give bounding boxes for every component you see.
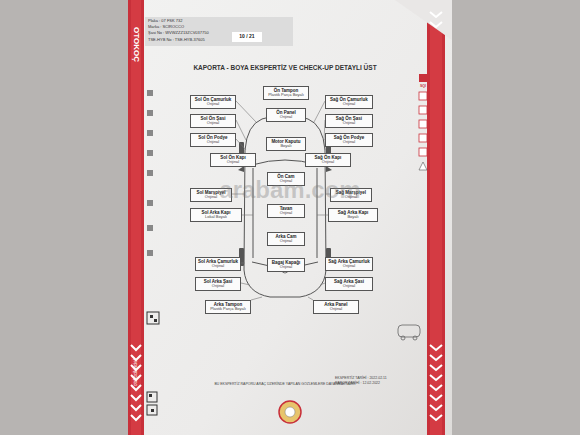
part-status: Orijinal [328,102,371,107]
part-box: Sağ Ön ŞasiOrijinal [325,114,373,128]
report-title: KAPORTA - BOYA EKSPERTİZ VE CHECK-UP DET… [150,64,420,71]
part-box: Bagaj KapağıOrijinal [267,258,305,272]
part-box: Sağ Arka ÇamurlukOrijinal [325,257,373,271]
part-status: Orijinal [198,264,239,269]
part-box: Ön PanelOrijinal [266,108,306,122]
part-status: Plastik Parça Boyalı [266,93,307,98]
header-field: Marka : SCIROCCO [148,25,288,30]
part-status: Plastik Parça Boyalı [208,307,249,312]
part-status: Orijinal [269,115,304,120]
part-status: Boyalı [269,144,304,149]
header-field: TSE-HYB No : TSE-HYB-37605 [148,38,232,43]
watermark: arabam.com [170,176,410,204]
part-status: Orijinal [193,140,234,145]
part-box: Sağ Ön PodyeOrijinal [325,133,373,147]
part-box: Sağ Ön KapıOrijinal [305,153,351,167]
part-box: Motor KaputuBoyalı [266,137,306,151]
part-box: Sağ Arka ŞasiOrijinal [325,277,373,291]
part-status: Orijinal [270,211,303,216]
part-status: Orijinal [213,160,254,165]
header-field: Şasi No : WVWZZZ13ZCV037750 [148,31,232,36]
header-field: Plaka : 07 FSK 732 [148,19,288,24]
date-field: RAPOR TARİHİ : 12.02.2022 [335,381,420,385]
part-box: Sol Ön ŞasiOrijinal [190,114,236,128]
date-field: EKSPERTİZ TARİHİ : 2022.02.11 [335,376,420,380]
part-box: Sol Ön PodyeOrijinal [190,133,236,147]
part-status: Orijinal [328,140,371,145]
part-status: Orijinal [308,160,349,165]
badge-text: SQI [418,84,428,88]
part-box: Arka CamOrijinal [267,232,305,246]
part-box: TavanOrijinal [267,204,305,218]
part-status: Orijinal [328,264,371,269]
part-status: Orijinal [328,284,371,289]
part-box: Sağ Arka KapıBoyalı [328,208,378,222]
part-status: Orijinal [328,121,371,126]
part-box: Ön TamponPlastik Parça Boyalı [263,86,309,100]
part-box: Sol Arka KapıLokal Boyalı [190,208,242,222]
part-status: Orijinal [193,121,234,126]
page-number: 10 / 21 [233,34,261,40]
brand-name: OTOKOÇ [131,5,140,85]
part-status: Lokal Boyalı [193,215,240,220]
part-box: Sol Ön ÇamurlukOrijinal [190,95,236,109]
part-box: Sol Ön KapıOrijinal [210,153,256,167]
part-box: Arka TamponPlastik Parça Boyalı [205,300,251,314]
part-status: Orijinal [270,239,303,244]
part-status: Boyalı [331,215,376,220]
part-status: Orijinal [193,102,234,107]
part-box: Sağ Ön ÇamurlukOrijinal [325,95,373,109]
part-status: Orijinal [270,265,303,270]
part-box: Arka PanelOrijinal [313,300,359,314]
part-box: Sol Arka ŞasiOrijinal [195,277,241,291]
brand-site: otokocikinciel [133,343,138,403]
part-status: Orijinal [198,284,239,289]
part-status: Orijinal [316,307,357,312]
part-box: Sol Arka ÇamurlukOrijinal [195,257,241,271]
